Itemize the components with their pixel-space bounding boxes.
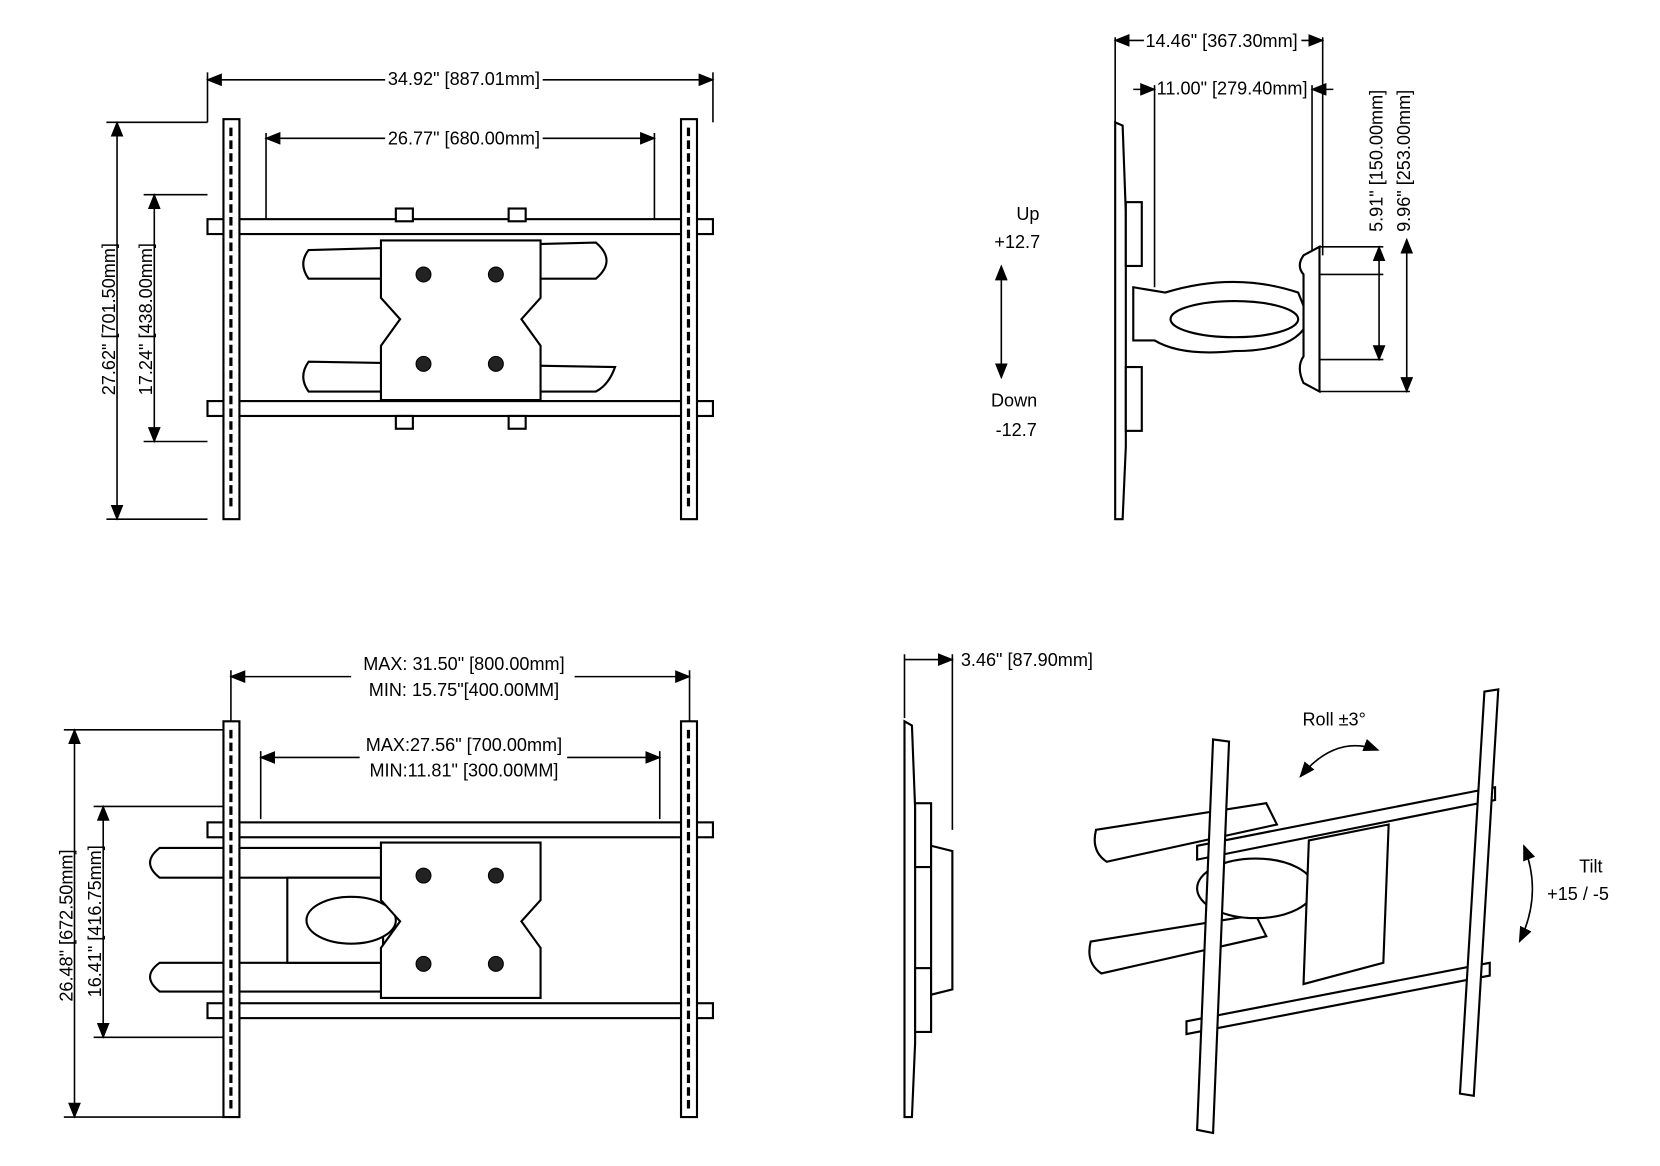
front-view: 34.92" [887.01mm] 26.77" [680.00mm] 27.6… [99, 65, 715, 521]
rail-spacing-label: 17.24" [438.00mm] [136, 243, 156, 395]
tilt-label: Tilt [1579, 856, 1602, 876]
tilt-up-value: +12.7 [994, 232, 1040, 252]
dimension-rail-width: 26.77" [680.00mm] [264, 125, 657, 224]
extended-view: MAX: 31.50" [800.00mm] MIN: 15.75"[400.0… [56, 651, 715, 1119]
bracket-min-label: MIN: 15.75"[400.00MM] [369, 680, 559, 700]
dimension-rail-spacing: 17.24" [438.00mm] [136, 193, 208, 444]
tilt-up-label: Up [1016, 204, 1039, 224]
tilt-down-value: -12.7 [996, 420, 1037, 440]
roll-label: Roll ±3° [1302, 710, 1365, 730]
rail-spacing-label: 16.41" [416.75mm] [85, 845, 105, 997]
rail-max-label: MAX:27.56" [700.00mm] [366, 735, 562, 755]
tv-bracket-side [1114, 120, 1127, 521]
dimension-overall-height: 27.62" [701.50mm] [99, 120, 208, 521]
folded-side-view: 3.46" [87.90mm] [903, 650, 1093, 1119]
rail-min-label: MIN:11.81" [300.00MM] [369, 761, 558, 781]
wall-plate-side [1298, 245, 1321, 394]
arm-depth-label: 11.00" [279.40mm] [1157, 79, 1308, 99]
side-view: 14.46" [367.30mm] 11.00" [279.40mm] 5.91… [991, 28, 1414, 521]
overall-height-label: 26.48" [672.50mm] [56, 850, 76, 1002]
vesa-plate [379, 239, 542, 402]
bottom-rail [206, 400, 715, 418]
overall-height-label: 27.62" [701.50mm] [99, 243, 119, 395]
top-rail [206, 218, 715, 236]
dimension-overall-width: 34.92" [887.01mm] [205, 65, 715, 123]
tilt-value: +15 / -5 [1547, 884, 1609, 904]
bracket-max-label: MAX: 31.50" [800.00mm] [363, 654, 564, 674]
overall-width-label: 34.92" [887.01mm] [388, 69, 540, 89]
tilt-arrow-icon [1518, 844, 1536, 943]
plate-height-label: 5.91" [150.00mm] [1366, 90, 1386, 232]
tilt-down-label: Down [991, 390, 1037, 410]
rail-width-label: 26.77" [680.00mm] [388, 129, 540, 149]
wall-plate-height-label: 9.96" [253.00mm] [1394, 90, 1414, 232]
max-depth-label: 14.46" [367.30mm] [1146, 31, 1298, 51]
min-depth-label: 3.46" [87.90mm] [961, 650, 1093, 670]
roll-arrow-icon [1299, 739, 1380, 778]
perspective-view: Roll ±3° Tilt +15 / -5 [1088, 688, 1609, 1135]
